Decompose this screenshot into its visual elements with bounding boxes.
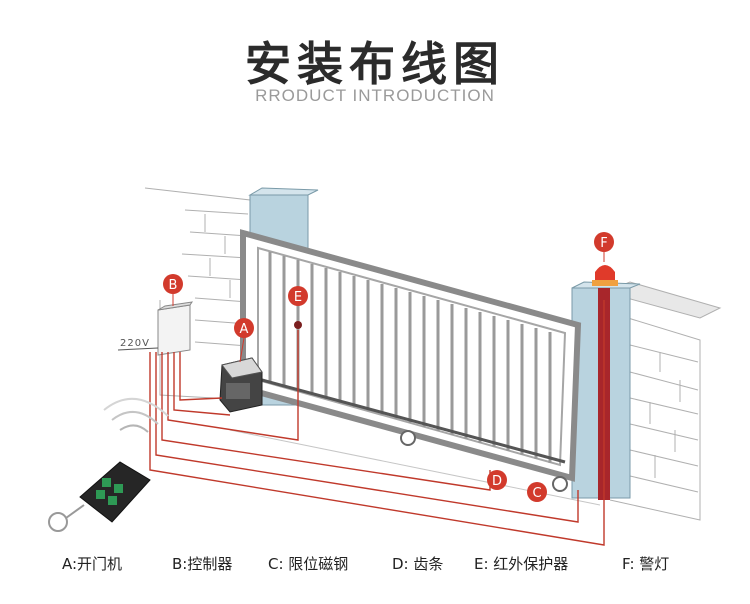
voltage-label: 220V <box>120 338 150 349</box>
marker-b: B <box>163 274 183 306</box>
legend-item-b: B:控制器 <box>172 555 233 573</box>
svg-text:C: C <box>532 486 541 501</box>
marker-d: D <box>487 470 507 490</box>
legend-item-a: A:开门机 <box>62 555 123 573</box>
legend-item-e: E: 红外保护器 <box>474 555 569 573</box>
gear-rack <box>261 378 566 464</box>
svg-text:F: F <box>600 236 607 251</box>
page-title: 安装布线图 <box>245 37 505 91</box>
svg-text:D: D <box>492 474 502 489</box>
right-wall <box>603 281 722 521</box>
legend-item-f: F: 警灯 <box>622 555 670 573</box>
marker-e: E <box>288 286 308 306</box>
marker-c: C <box>527 482 547 502</box>
controller-box <box>117 301 194 356</box>
svg-text:A: A <box>240 322 249 337</box>
svg-text:B: B <box>169 278 178 293</box>
infrared-sensor <box>294 321 302 329</box>
gate-opener <box>219 357 263 413</box>
legend-item-d: D: 齿条 <box>392 555 444 573</box>
page-subtitle: RRODUCT INTRODUCTION <box>255 86 495 105</box>
marker-f: F <box>594 232 614 262</box>
sliding-gate <box>240 229 582 492</box>
svg-text:E: E <box>294 290 302 305</box>
legend-item-c: C: 限位磁钢 <box>268 555 349 573</box>
wiring <box>149 300 605 546</box>
legend: A:开门机 B:控制器 C: 限位磁钢 D: 齿条 E: 红外保护器 F: 警灯 <box>0 553 750 577</box>
right-pillar <box>571 281 641 500</box>
remote-control <box>48 397 169 532</box>
warning-light <box>592 265 618 286</box>
marker-a: A <box>234 318 254 363</box>
